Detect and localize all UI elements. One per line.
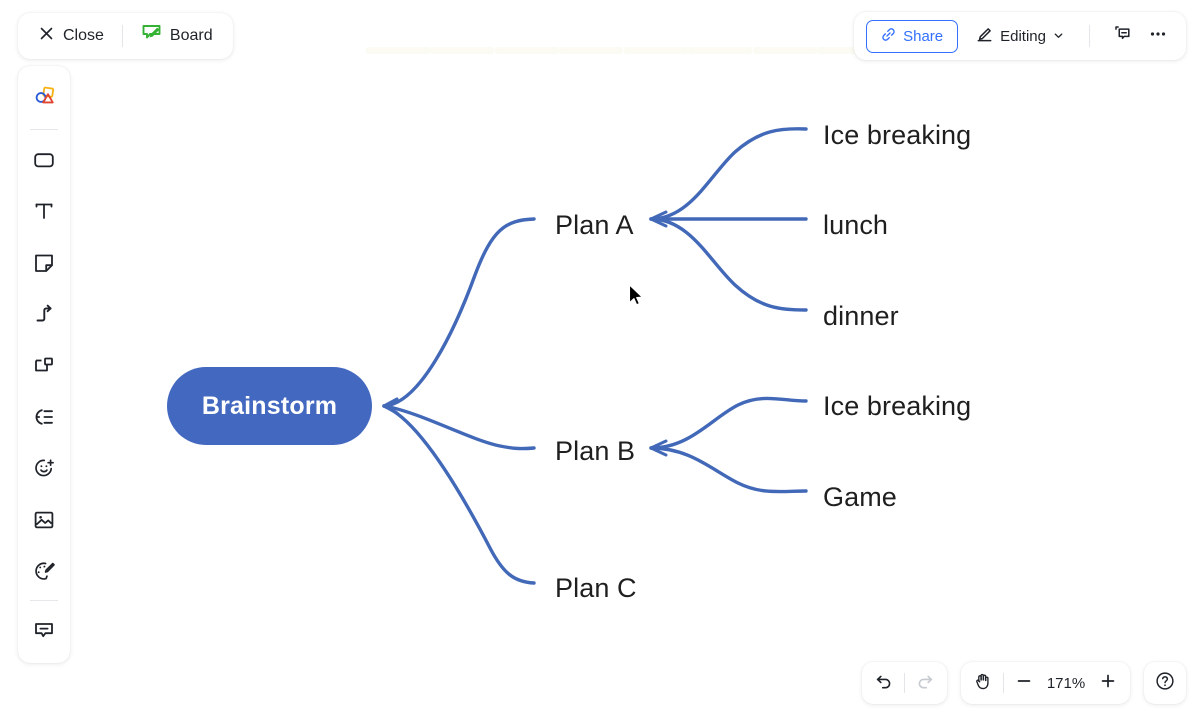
ghost-placeholder xyxy=(366,47,430,54)
plus-icon xyxy=(1098,671,1118,696)
comment-frame-button[interactable] xyxy=(1106,20,1138,52)
mindmap-node-plan-b-ice-breaking[interactable]: Ice breaking xyxy=(823,391,972,421)
sidebar-item-comment[interactable] xyxy=(25,614,63,651)
ghost-placeholder xyxy=(624,47,688,54)
sidebar-divider xyxy=(30,599,58,601)
ghost-placeholder xyxy=(753,47,817,54)
sidebar-divider xyxy=(30,129,58,131)
board-button[interactable]: Board xyxy=(135,20,219,52)
edge-plan-a-dinner xyxy=(649,217,808,312)
board-pencil-icon xyxy=(141,23,162,49)
share-button[interactable]: Share xyxy=(866,19,959,53)
history-pod xyxy=(862,662,947,704)
sidebar-item-text[interactable] xyxy=(25,195,63,232)
mindmap-node-plan-a[interactable]: Plan A xyxy=(555,210,634,240)
sidebar-item-sticky-note[interactable] xyxy=(25,246,63,283)
mindmap-root-node[interactable]: Brainstorm xyxy=(167,367,372,445)
sidebar-item-emoji[interactable] xyxy=(25,452,63,489)
comment-frame-icon xyxy=(1112,23,1133,49)
mindmap-node-plan-a-dinner[interactable]: dinner xyxy=(823,301,899,331)
sidebar-item-shape[interactable] xyxy=(25,143,63,180)
board-label: Board xyxy=(169,27,213,44)
edge-root-arrowhead xyxy=(382,397,399,415)
left-tool-sidebar xyxy=(18,66,70,663)
close-button[interactable]: Close xyxy=(32,20,110,52)
ghost-placeholder xyxy=(559,47,623,54)
more-horizontal-icon xyxy=(1148,24,1168,49)
edge-plan-b-game xyxy=(649,446,808,494)
edge-plan-b-arrowhead xyxy=(649,439,668,457)
minus-icon xyxy=(1014,671,1034,696)
chevron-down-icon xyxy=(1053,28,1064,45)
share-label: Share xyxy=(903,27,944,45)
mindmap-node-plan-b-game[interactable]: Game xyxy=(823,482,897,512)
top-right-toolbar: Share Editing xyxy=(854,12,1186,60)
ghost-placeholder xyxy=(817,47,881,54)
sticky-note-icon xyxy=(32,251,56,280)
toolbar-divider xyxy=(1089,25,1090,47)
zoom-pod: 171% xyxy=(961,662,1130,704)
close-label: Close xyxy=(63,27,104,44)
sidebar-item-frame[interactable] xyxy=(25,349,63,386)
ghost-placeholder xyxy=(495,47,559,54)
image-icon xyxy=(32,508,56,537)
ghost-placeholder xyxy=(430,47,494,54)
undo-button[interactable] xyxy=(868,667,900,699)
connector-arrow-icon xyxy=(32,302,56,331)
pod-divider xyxy=(904,673,905,693)
edge-plan-a-arrowhead xyxy=(649,210,668,228)
zoom-out-button[interactable] xyxy=(1008,667,1040,699)
edge-root-plan-b xyxy=(382,404,536,451)
close-icon xyxy=(38,25,55,47)
mindmap-node-plan-a-lunch[interactable]: lunch xyxy=(823,210,889,240)
sidebar-item-image[interactable] xyxy=(25,504,63,541)
hand-tool-button[interactable] xyxy=(967,667,999,699)
sidebar-item-pen[interactable] xyxy=(25,555,63,592)
question-mark-icon xyxy=(1154,670,1176,697)
edge-root-plan-a xyxy=(382,217,536,408)
palette-pen-icon xyxy=(32,559,56,588)
add-emoji-icon xyxy=(32,456,56,485)
link-icon xyxy=(881,27,896,46)
more-options-button[interactable] xyxy=(1142,20,1174,52)
text-icon xyxy=(32,199,56,228)
help-pod xyxy=(1144,662,1186,704)
templates-shapes-icon xyxy=(32,84,57,114)
edge-root-plan-c xyxy=(382,404,536,585)
zoom-in-button[interactable] xyxy=(1092,667,1124,699)
comment-icon xyxy=(32,618,56,647)
mindmap-node-plan-c[interactable]: Plan C xyxy=(555,573,637,603)
redo-icon xyxy=(915,671,935,696)
pod-divider xyxy=(1003,673,1004,693)
mindmap-icon xyxy=(32,405,56,434)
ghost-placeholder xyxy=(688,47,752,54)
mindmap-node-plan-a-ice-breaking[interactable]: Ice breaking xyxy=(823,120,972,150)
sidebar-item-connector[interactable] xyxy=(25,298,63,335)
top-left-toolbar: Close Board xyxy=(18,13,233,59)
help-button[interactable] xyxy=(1149,667,1181,699)
bottom-right-toolbar: 171% xyxy=(862,662,1186,704)
sidebar-item-mindmap[interactable] xyxy=(25,401,63,438)
toolbar-divider xyxy=(121,25,123,47)
pencil-underline-icon xyxy=(976,26,993,47)
redo-button[interactable] xyxy=(909,667,941,699)
shape-rectangle-icon xyxy=(32,148,56,177)
hand-icon xyxy=(973,671,993,696)
zoom-level-label[interactable]: 171% xyxy=(1046,674,1086,692)
frame-icon xyxy=(32,353,56,382)
editing-mode-button[interactable]: Editing xyxy=(968,20,1073,52)
undo-icon xyxy=(874,671,894,696)
edge-plan-b-ice xyxy=(649,396,808,450)
edge-plan-a-ice xyxy=(649,127,808,221)
sidebar-item-templates[interactable] xyxy=(25,80,63,117)
editing-label: Editing xyxy=(1000,27,1046,45)
mindmap-node-plan-b[interactable]: Plan B xyxy=(555,436,636,466)
